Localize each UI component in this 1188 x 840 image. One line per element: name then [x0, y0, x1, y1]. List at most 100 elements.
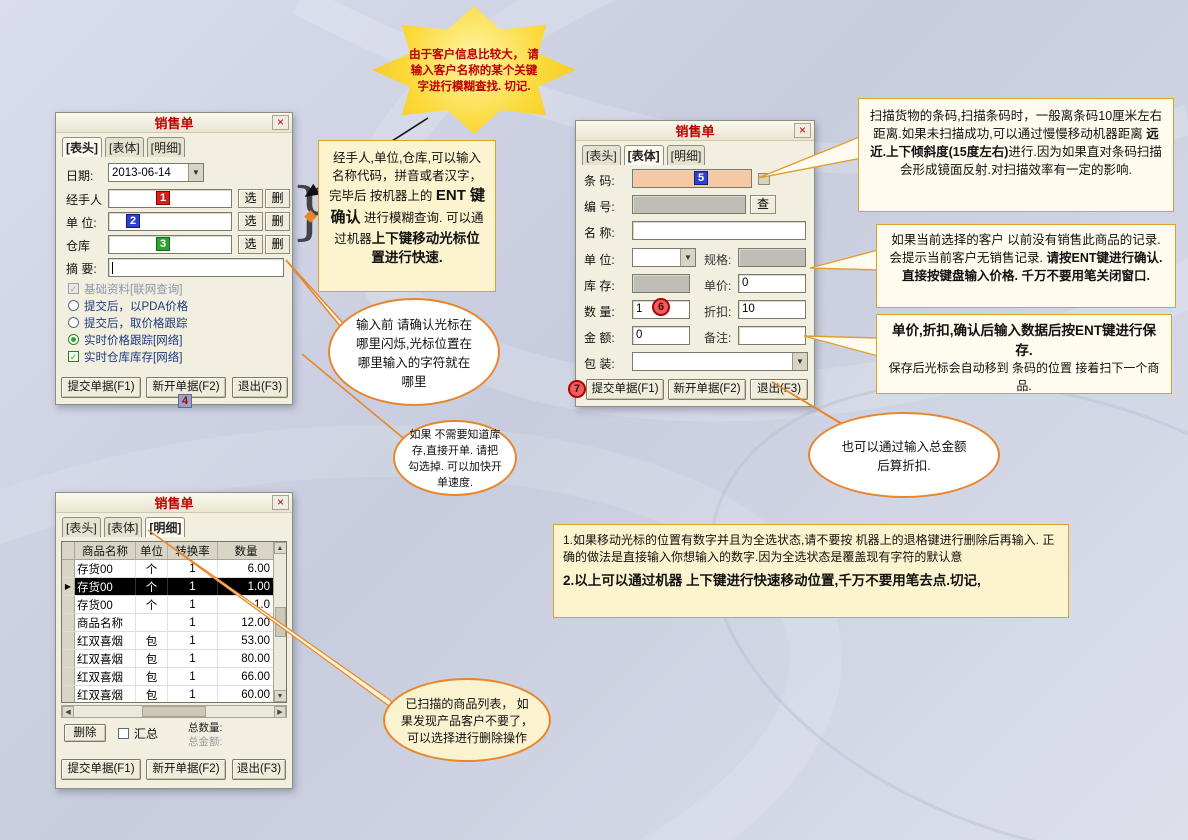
submit-button[interactable]: 提交单据(F1): [61, 759, 141, 780]
exit-button[interactable]: 退出(F3): [232, 377, 288, 398]
amount-input[interactable]: 0: [632, 326, 690, 345]
tab-body[interactable]: [表体]: [103, 517, 143, 537]
barcode-input[interactable]: [632, 169, 752, 188]
tab-body[interactable]: [表体]: [623, 145, 664, 165]
new-order-button[interactable]: 新开单据(F2): [146, 759, 226, 780]
option-pda-price[interactable]: 提交后，以PDA价格: [68, 298, 188, 313]
customer-tip-bold: 请按ENT键进行确认. 直接按键盘输入价格. 千万不要用笔关闭窗口.: [902, 251, 1163, 284]
tab-header[interactable]: [表头]: [582, 145, 621, 165]
option-realtime-price[interactable]: 实时价格跟踪[网络]: [68, 332, 182, 347]
scroll-down-icon[interactable]: ▼: [273, 690, 286, 702]
total-qty-label: 总数量:: [188, 722, 223, 734]
exit-button[interactable]: 退出(F3): [750, 379, 808, 400]
unit-clear-button[interactable]: 删: [265, 212, 290, 231]
close-icon[interactable]: ×: [272, 115, 289, 130]
checkbox-checked-icon: ✓: [68, 351, 79, 362]
chevron-down-icon[interactable]: ▼: [188, 164, 203, 181]
table-row[interactable]: 红双喜烟 包 1 60.00: [62, 686, 286, 702]
sum-checkbox[interactable]: 汇总: [118, 726, 158, 741]
tab-detail[interactable]: [明细]: [666, 145, 706, 165]
warehouse-select-button[interactable]: 选: [238, 235, 263, 254]
col-unit[interactable]: 单位: [136, 542, 168, 559]
barcode-checkbox[interactable]: [758, 173, 770, 185]
window-titlebar[interactable]: 销售单 ×: [56, 493, 292, 513]
scroll-up-icon[interactable]: ▲: [273, 542, 286, 554]
table-row[interactable]: 存货00 个 1 1.0: [62, 596, 286, 614]
vertical-scrollbar[interactable]: ▲ ▼: [273, 542, 286, 702]
radio-selected-icon: [68, 334, 79, 345]
tab-header[interactable]: [表头]: [62, 517, 101, 537]
sales-order-window-header: 销售单 × [表头] [表体] [明细] 日期: 2013-06-14 ▼ 经手…: [55, 112, 293, 408]
date-combo[interactable]: 2013-06-14 ▼: [108, 163, 204, 182]
option-basic-data[interactable]: ✓ 基础资料[联网查询]: [68, 281, 182, 296]
step-badge-5: 5: [694, 171, 708, 185]
warehouse-clear-button[interactable]: 删: [265, 235, 290, 254]
summary-input[interactable]: [108, 258, 284, 277]
new-order-button[interactable]: 新开单据(F2): [668, 379, 746, 400]
cell-name: 商品名称: [75, 614, 136, 631]
spec-input[interactable]: [738, 248, 806, 267]
col-qty[interactable]: 数量: [218, 542, 275, 559]
exit-button[interactable]: 退出(F3): [232, 759, 286, 780]
close-icon[interactable]: ×: [794, 123, 811, 138]
table-row[interactable]: 存货00 个 1 6.00: [62, 560, 286, 578]
cell-rate: 1: [168, 596, 218, 613]
pack-combo[interactable]: ▼: [632, 352, 808, 371]
discount-input[interactable]: 10: [738, 300, 806, 319]
unit-combo[interactable]: ▼: [632, 248, 696, 267]
tab-body[interactable]: [表体]: [105, 137, 144, 157]
col-product-name[interactable]: 商品名称: [75, 542, 136, 559]
callout-scan-tip: 扫描货物的条码,扫描条码时，一般离条码10厘米左右距离.如果未扫描成功,可以通过…: [858, 98, 1174, 212]
cell-qty: 80.00: [218, 650, 275, 667]
close-icon[interactable]: ×: [272, 495, 289, 510]
handler-select-button[interactable]: 选: [238, 189, 263, 208]
warehouse-input[interactable]: [108, 235, 232, 254]
scroll-left-icon[interactable]: ◀: [62, 705, 74, 718]
table-row-selected[interactable]: ▶ 存货00 个 1 1.00: [62, 578, 286, 596]
discount-label: 折扣:: [704, 305, 732, 319]
scrollbar-thumb[interactable]: [274, 607, 286, 637]
submit-button[interactable]: 提交单据(F1): [61, 377, 141, 398]
handler-input[interactable]: [108, 189, 232, 208]
cell-name: 存货00: [75, 578, 136, 595]
table-row[interactable]: 红双喜烟 包 1 53.00: [62, 632, 286, 650]
search-button[interactable]: 查: [750, 195, 776, 214]
window-titlebar[interactable]: 销售单 ×: [576, 121, 814, 141]
name-input[interactable]: [632, 221, 806, 240]
scroll-right-icon[interactable]: ▶: [274, 705, 286, 718]
price-input[interactable]: 0: [738, 274, 806, 293]
window-titlebar[interactable]: 销售单 ×: [56, 113, 292, 133]
horizontal-scrollbar[interactable]: ◀ ▶: [61, 705, 287, 718]
chevron-down-icon[interactable]: ▼: [680, 249, 695, 266]
stock-input[interactable]: [632, 274, 690, 293]
option-label: 实时价格跟踪[网络]: [84, 334, 183, 347]
cell-rate: 1: [168, 686, 218, 702]
chevron-down-icon[interactable]: ▼: [792, 353, 807, 370]
unit-select-button[interactable]: 选: [238, 212, 263, 231]
callout-notes: 1.如果移动光标的位置有数字并且为全选状态,请不要按 机器上的退格键进行删除后再…: [553, 524, 1069, 618]
stock-label: 库 存:: [584, 279, 615, 293]
cell-qty: 12.00: [218, 614, 275, 631]
tab-detail[interactable]: [明细]: [146, 137, 186, 157]
row-indicator: [62, 650, 75, 667]
option-realtime-stock[interactable]: ✓ 实时仓库库存[网络]: [68, 349, 182, 364]
handler-clear-button[interactable]: 删: [265, 189, 290, 208]
step-badge-1: 1: [156, 191, 170, 205]
delete-row-button[interactable]: 删除: [64, 724, 106, 742]
tab-detail[interactable]: [明细]: [145, 517, 186, 537]
col-rate[interactable]: 转换率: [168, 542, 218, 559]
option-label: 提交后，以PDA价格: [84, 300, 189, 313]
table-row[interactable]: 商品名称 1 12.00: [62, 614, 286, 632]
table-row[interactable]: 红双喜烟 包 1 80.00: [62, 650, 286, 668]
handler-tip-text: 进行模糊查询. 可以通过机器: [334, 211, 484, 246]
tab-header[interactable]: [表头]: [62, 137, 102, 157]
scrollbar-thumb[interactable]: [142, 706, 206, 717]
submit-button[interactable]: 提交单据(F1): [586, 379, 664, 400]
table-row[interactable]: 红双喜烟 包 1 66.00: [62, 668, 286, 686]
code-input[interactable]: [632, 195, 746, 214]
note-input[interactable]: [738, 326, 806, 345]
radio-icon: [68, 317, 79, 328]
option-price-track[interactable]: 提交后，取价格跟踪: [68, 315, 188, 330]
cell-unit: 个: [136, 578, 168, 595]
